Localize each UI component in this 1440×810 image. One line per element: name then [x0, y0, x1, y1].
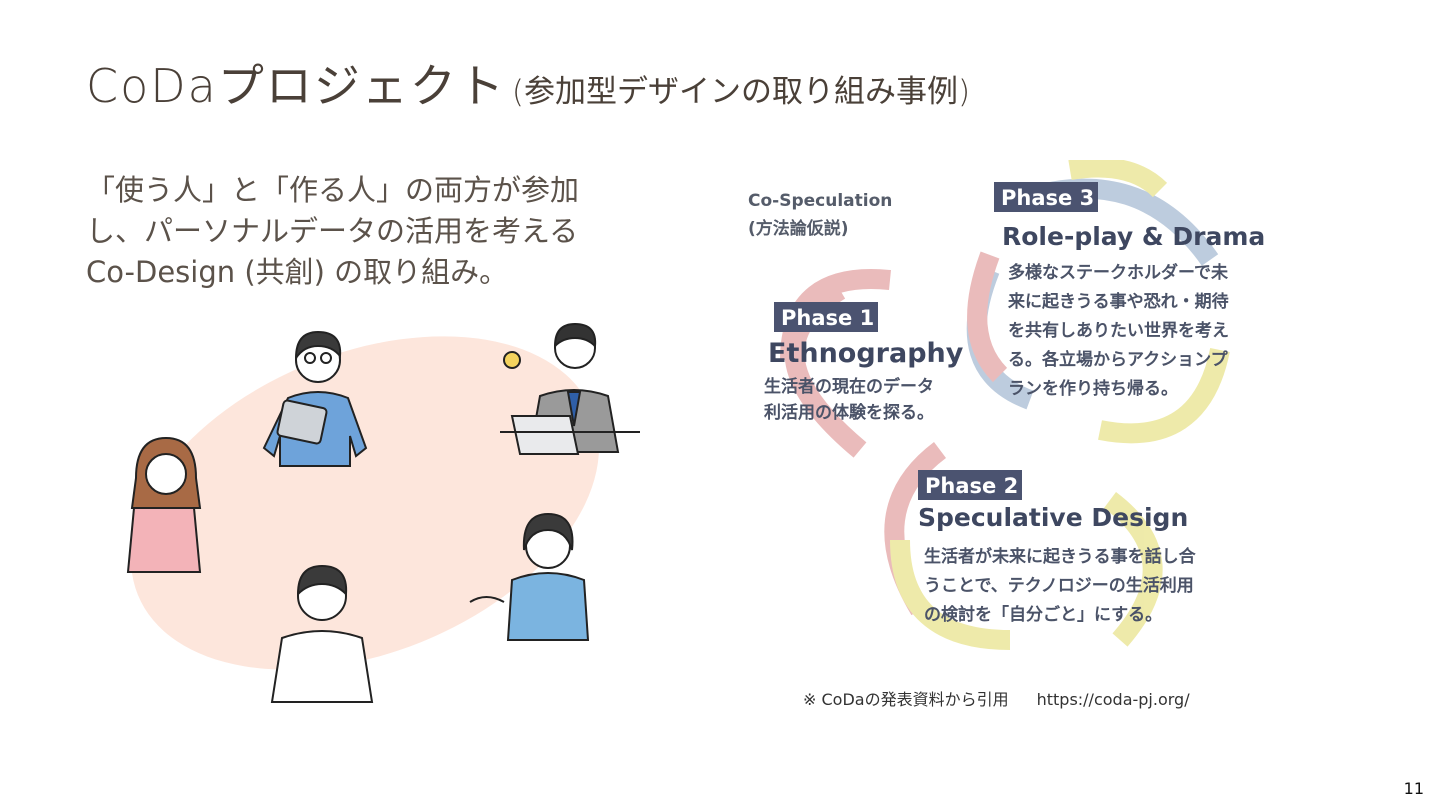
citation: ※ CoDaの発表資料から引用 https://coda-pj.org/ [803, 686, 1190, 710]
title-main: CoDaプロジェクト [86, 59, 506, 113]
lead-line: Co-Design (共創) の取り組み。 [86, 252, 656, 293]
person-thinking-woman [128, 438, 200, 572]
phase-desc-line: 来に起きうる事や恐れ・期待 [1007, 291, 1229, 312]
phase-desc-line: 生活者が未来に起きうる事を話し合 [924, 546, 1197, 567]
title-sub: (参加型デザインの取り組み事例) [512, 74, 970, 110]
page-number: 11 [1404, 779, 1424, 798]
phase-3: Phase 3 Role-play & Drama 多様なステークホルダーで未 … [994, 182, 1265, 399]
phase-tag: Phase 2 [925, 474, 1018, 498]
people-illustration [100, 318, 660, 710]
co-speculation-diagram: Co-Speculation (方法論仮説) Phase 1 Ethnograp… [730, 160, 1290, 670]
phase-desc-line: 多様なステークホルダーで未 [1008, 262, 1228, 283]
lead-line: 「使う人」と「作る人」の両方が参加 [86, 170, 656, 211]
slide-title: CoDaプロジェクト(参加型デザインの取り組み事例) [86, 50, 970, 114]
phase-tag: Phase 3 [1001, 186, 1094, 210]
phase-desc-line: 生活者の現在のデータ [764, 376, 934, 397]
lightbulb-icon [504, 352, 520, 368]
phase-desc-line: ランを作り持ち帰る。 [1008, 378, 1178, 399]
lead-text: 「使う人」と「作る人」の両方が参加 し、パーソナルデータの活用を考える Co-D… [86, 170, 656, 293]
phase-desc-line: うことで、テクノロジーの生活利用 [924, 575, 1194, 596]
citation-source: ※ CoDaの発表資料から引用 [803, 690, 1009, 709]
phase-tag: Phase 1 [781, 306, 874, 330]
lead-line: し、パーソナルデータの活用を考える [86, 211, 656, 252]
method-subtitle: (方法論仮説) [748, 218, 849, 239]
phase-name: Role-play & Drama [1002, 222, 1265, 251]
phase-desc-line: の検討を「自分ごと」にする。 [924, 604, 1162, 625]
phase-name: Speculative Design [918, 503, 1188, 532]
phase-desc-line: る。各立場からアクションプ [1008, 349, 1229, 370]
method-title: Co-Speculation [748, 191, 892, 211]
citation-url[interactable]: https://coda-pj.org/ [1037, 690, 1190, 709]
phase-name: Ethnography [768, 338, 964, 369]
phase-desc-line: を共有しありたい世界を考え [1008, 320, 1229, 341]
phase-desc-line: 利活用の体験を探る。 [764, 402, 934, 423]
phase-1: Phase 1 Ethnography 生活者の現在のデータ 利活用の体験を探る… [764, 302, 964, 423]
